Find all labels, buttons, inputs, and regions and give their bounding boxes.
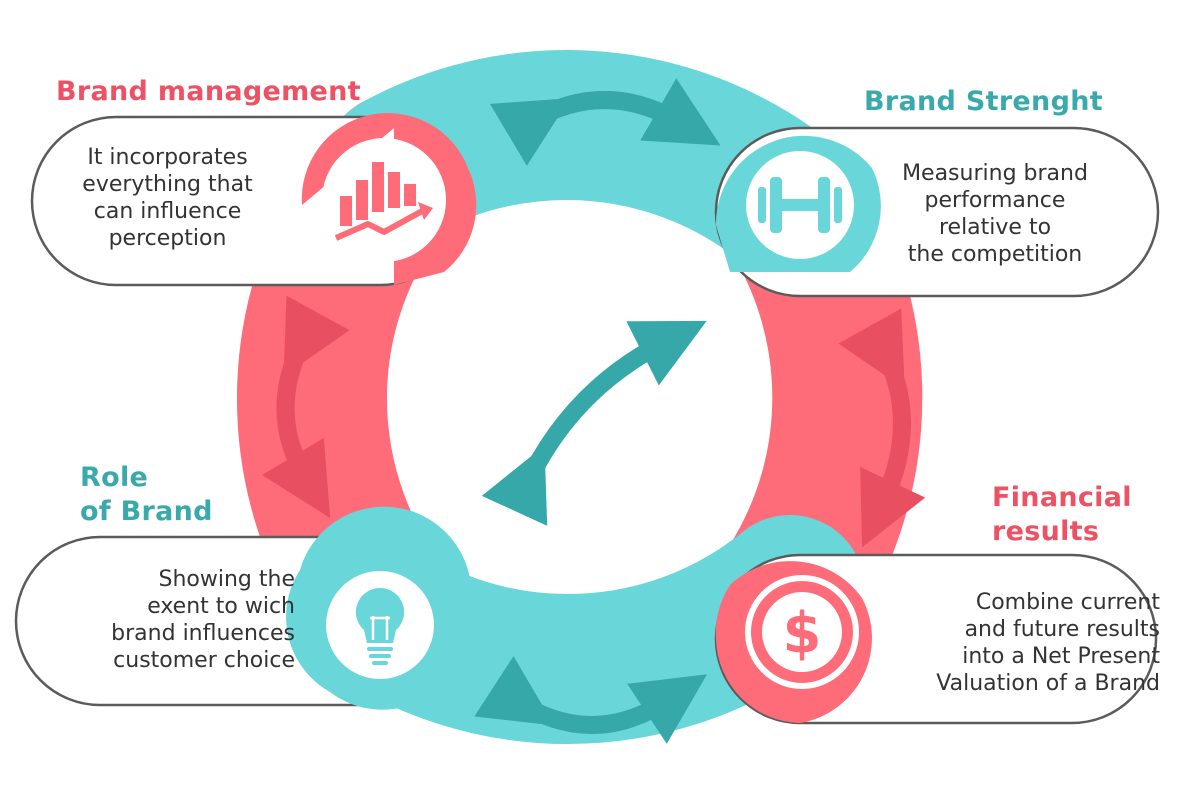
dumbbell-icon — [758, 177, 842, 233]
text-brand-management: It incorporates everything that can infl… — [82, 145, 253, 251]
double-arrow-left-icon — [262, 295, 350, 519]
title-brand-strength: Brand Strenght — [864, 86, 1103, 117]
text-financial-results: Combine current and future results into … — [936, 590, 1160, 696]
double-arrow-right-icon — [838, 308, 926, 548]
double-arrow-top-icon — [489, 78, 721, 166]
lightbulb-icon — [355, 587, 405, 665]
dollar-coin-icon: $ — [745, 575, 859, 689]
text-brand-strength: Measuring brand performance relative to … — [902, 161, 1088, 267]
title-financial-results: Financial results — [992, 482, 1132, 547]
text-role-of-brand: Showing the exent to wich brand influenc… — [111, 567, 295, 673]
double-arrow-bottom-icon — [474, 656, 708, 744]
title-brand-management: Brand management — [56, 76, 361, 107]
svg-text:$: $ — [783, 601, 822, 666]
double-arrow-center-icon — [481, 320, 707, 526]
bar-chart-growth-icon — [334, 162, 433, 241]
title-role-of-brand: Role of Brand — [80, 462, 213, 527]
